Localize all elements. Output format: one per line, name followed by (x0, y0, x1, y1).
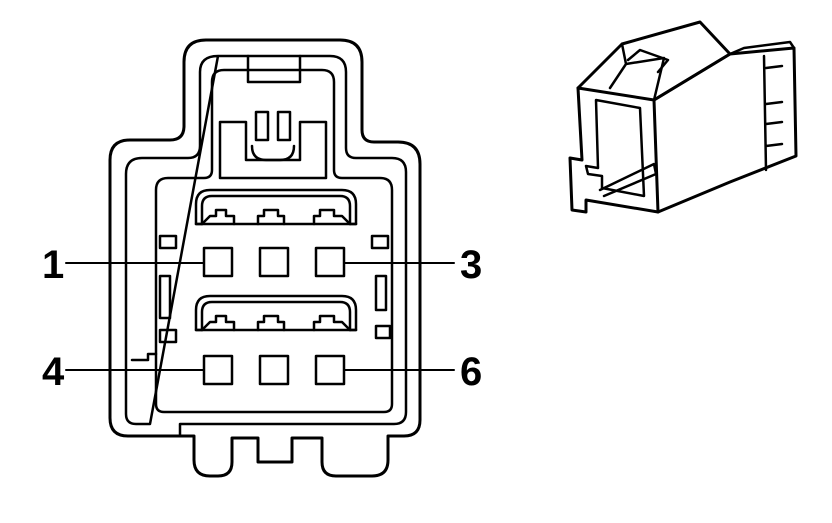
terminal-cavity-4 (202, 354, 234, 386)
lower-retainer-tabs (200, 314, 352, 332)
key-top-left (158, 234, 178, 250)
housing-inner-shell (124, 54, 408, 438)
slot-left (158, 274, 172, 320)
key-mid-left (158, 328, 178, 344)
terminal-cavity-3 (314, 246, 346, 278)
upper-retainer-tabs (200, 208, 352, 226)
terminal-cavity-6 (314, 354, 346, 386)
top-latch-notch (246, 54, 302, 84)
latch-tab-lip (250, 144, 296, 162)
iso-rear-edge (728, 40, 796, 56)
iso-top-face (576, 20, 732, 102)
connector-face-view: 1 3 4 6 (42, 38, 482, 478)
cavity-block-outline (154, 68, 394, 414)
left-rail (130, 352, 158, 362)
key-top-right (370, 234, 390, 250)
pin-label-3: 3 (460, 243, 482, 287)
iso-front-inner (584, 98, 646, 198)
terminal-cavity-5 (258, 354, 290, 386)
pin-label-1: 1 (42, 243, 64, 287)
iso-side-channel (598, 162, 658, 198)
lower-terminal-retainer (194, 294, 358, 332)
iso-front-face (568, 86, 660, 214)
iso-side-face (652, 46, 798, 214)
latch-slot-right (276, 110, 292, 142)
terminal-cavity-2 (258, 246, 290, 278)
housing-outer-outline (108, 38, 422, 478)
iso-side-ribs (762, 54, 784, 172)
pin-label-6: 6 (460, 350, 482, 394)
iso-top-slot (626, 48, 670, 74)
upper-terminal-retainer (194, 188, 358, 226)
center-latch-tab (218, 120, 328, 180)
key-mid-right (374, 324, 392, 340)
terminal-cavity-1 (202, 246, 234, 278)
connector-isometric-view (568, 20, 798, 214)
slot-right (374, 274, 388, 312)
latch-slot-left (254, 110, 270, 142)
pin-label-4: 4 (42, 350, 65, 394)
